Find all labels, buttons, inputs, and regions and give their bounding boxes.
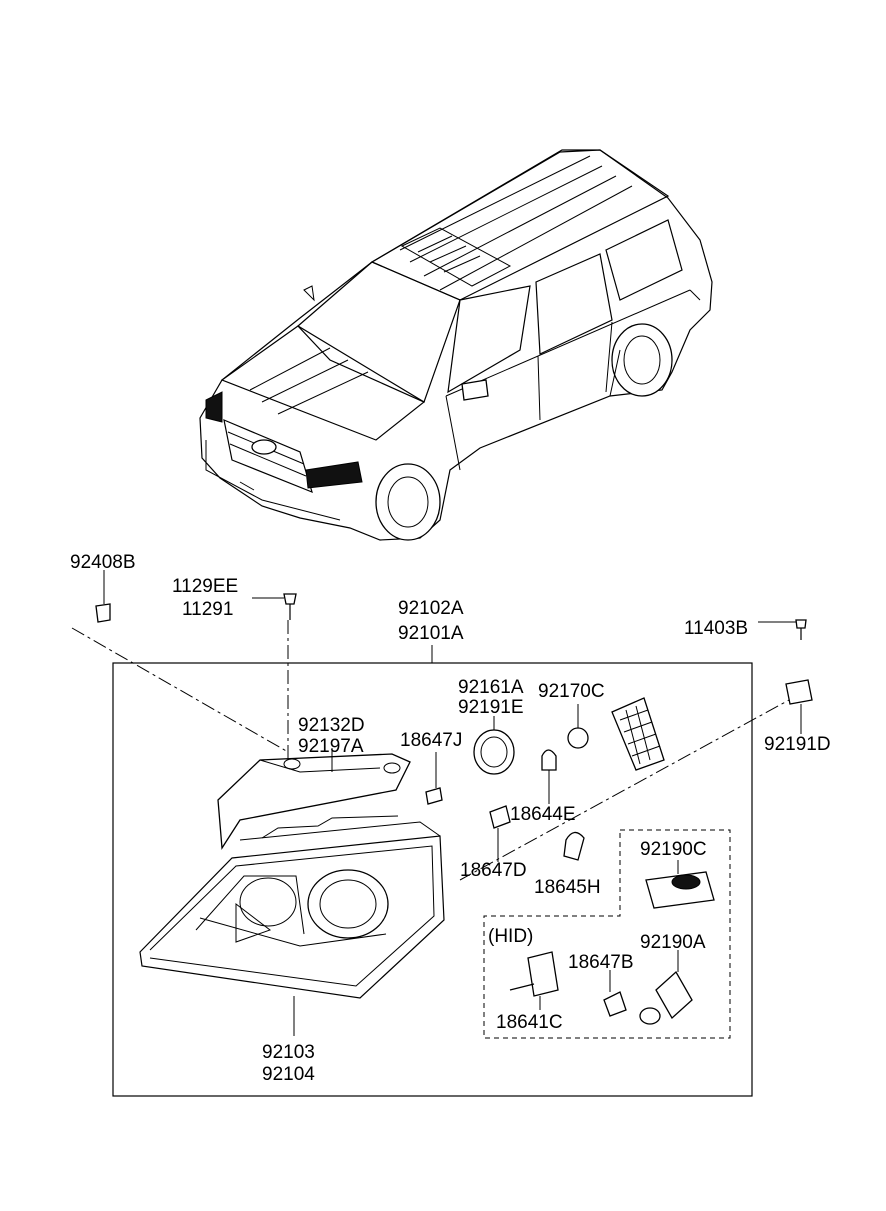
label-92190A: 92190A	[640, 932, 706, 953]
label-18647J: 18647J	[400, 730, 462, 751]
label-92102A: 92102A	[398, 598, 464, 619]
screw-11403B	[758, 619, 807, 640]
label-92191E: 92191E	[458, 697, 524, 718]
bulb-18647D	[489, 805, 511, 862]
socket-18647J	[425, 752, 443, 805]
label-92104: 92104	[262, 1064, 315, 1085]
igniter-92190A	[639, 950, 693, 1025]
label-92190C: 92190C	[640, 839, 707, 860]
label-11291: 11291	[182, 599, 233, 620]
bracket-92191D	[785, 679, 813, 734]
label-18645H: 18645H	[534, 877, 601, 898]
socket-92170C	[567, 704, 589, 749]
label-1129EE: 1129EE	[172, 576, 238, 597]
label-92408B: 92408B	[70, 552, 136, 573]
label-18644E: 18644E	[510, 804, 576, 825]
vehicle-illustration	[199, 149, 713, 541]
label-18647B: 18647B	[568, 952, 634, 973]
label-92191D: 92191D	[764, 734, 831, 755]
label-92103: 92103	[262, 1042, 315, 1063]
hid-group-box	[483, 829, 731, 1039]
ballast-92190C	[645, 860, 715, 909]
label-92161A: 92161A	[458, 677, 524, 698]
label-92132D: 92132D	[298, 715, 365, 736]
bulb-18645H	[563, 831, 585, 861]
lens-grille	[611, 697, 665, 771]
cover-92132D	[217, 748, 411, 850]
label-92197A: 92197A	[298, 736, 364, 757]
label-92101A: 92101A	[398, 623, 464, 644]
label-18641C: 18641C	[496, 1012, 563, 1033]
label-11403B: 11403B	[684, 618, 748, 639]
bulb-18644E	[541, 749, 557, 804]
cap-92161A	[473, 716, 515, 775]
headlamp-92103	[139, 815, 445, 1036]
label-hid: (HID)	[488, 926, 533, 947]
label-18647D: 18647D	[460, 860, 527, 881]
hid-bulb-18641C	[509, 951, 559, 1010]
bulb-18647B	[603, 970, 627, 1017]
label-92170C: 92170C	[538, 681, 605, 702]
screw-1129EE	[252, 593, 297, 620]
clip-92408B	[95, 570, 111, 623]
